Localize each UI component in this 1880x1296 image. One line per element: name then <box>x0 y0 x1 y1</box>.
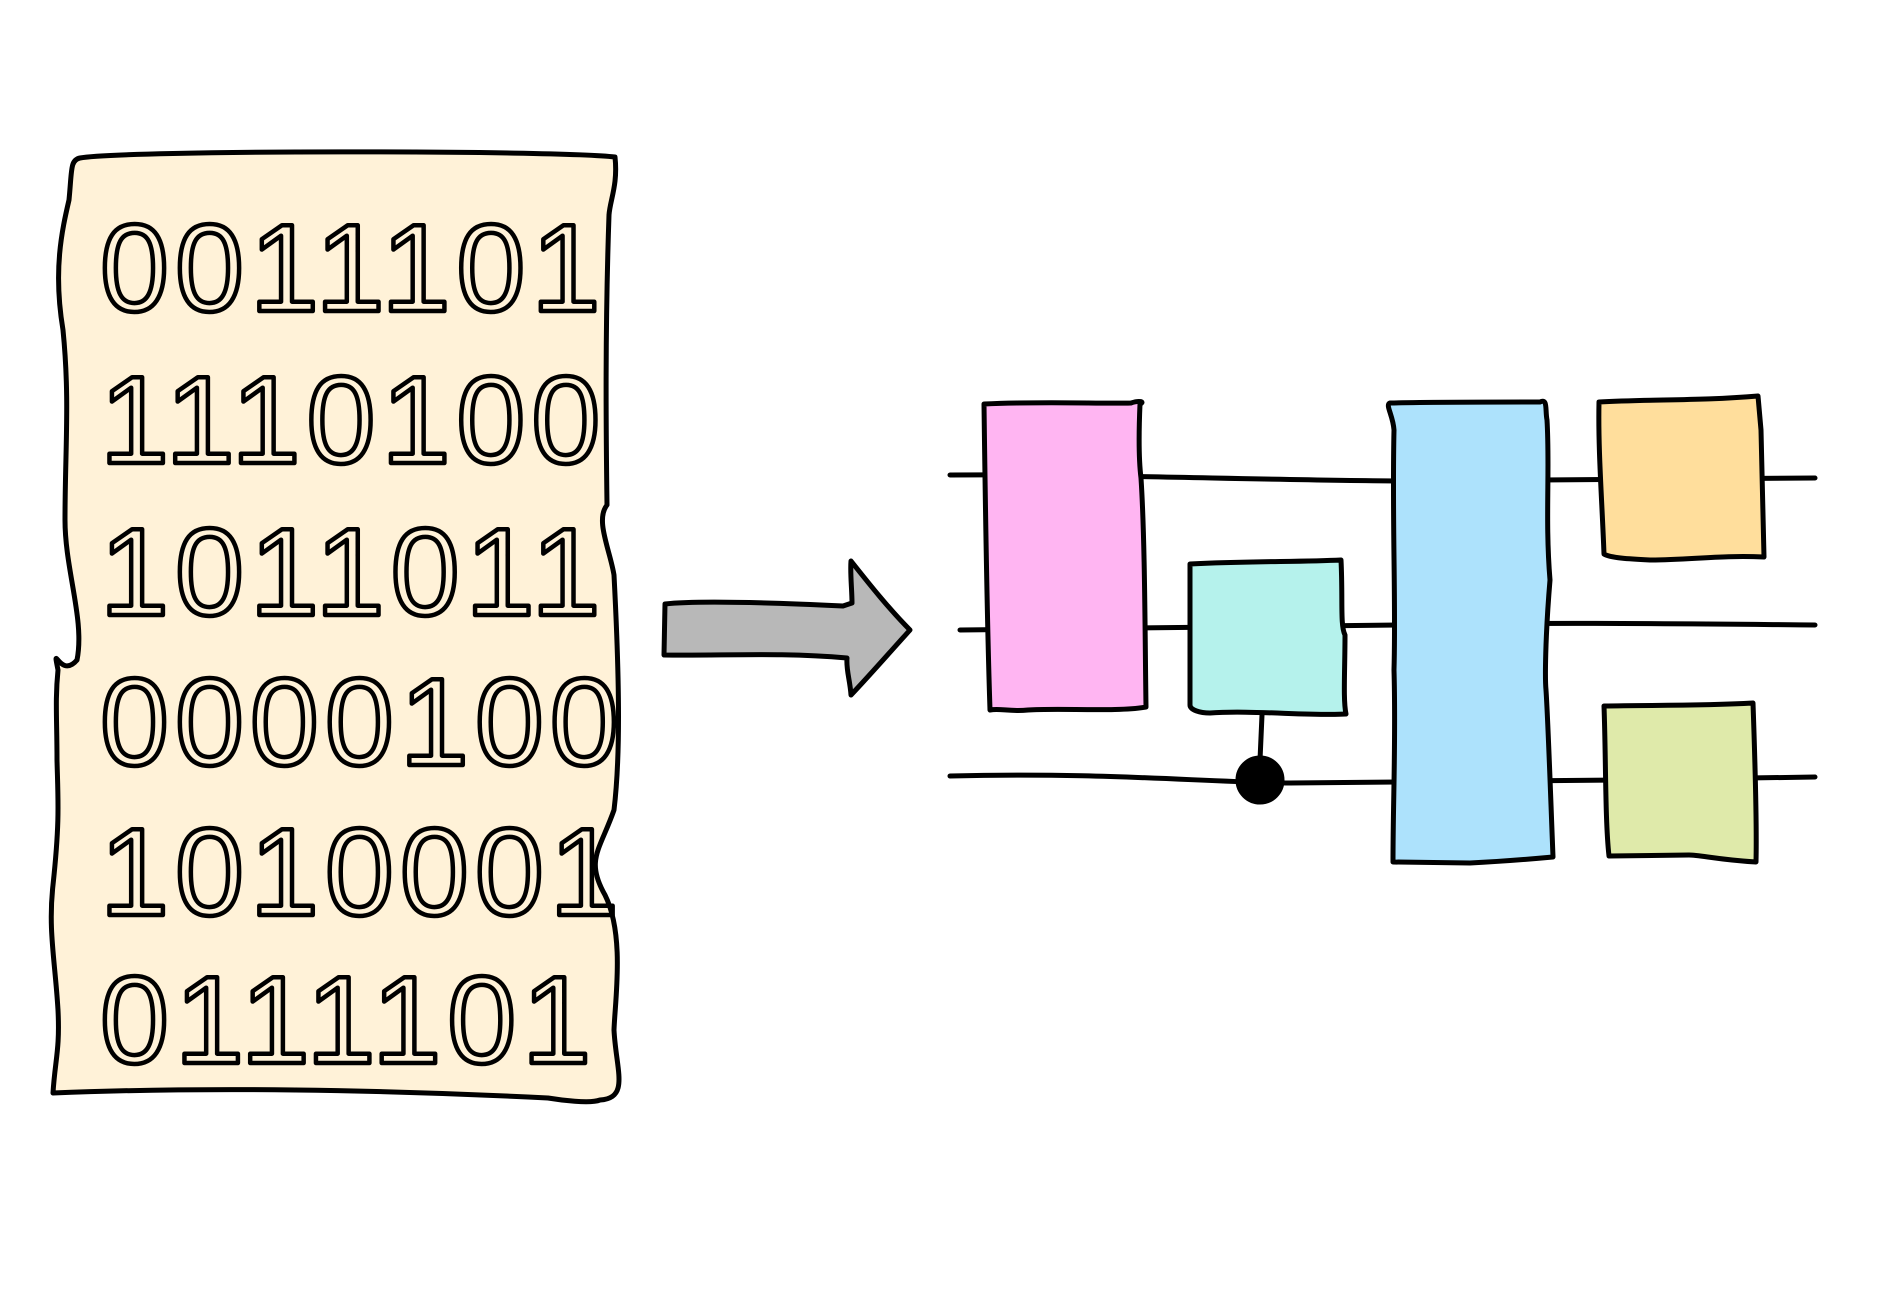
data-panel-background <box>48 149 622 1105</box>
cyan-gate <box>1187 557 1349 717</box>
binary-row-4: 0000100 <box>100 654 625 792</box>
binary-row-3: 1011011 <box>100 504 606 642</box>
right-arrow-icon <box>661 558 913 698</box>
control-line <box>1257 712 1265 763</box>
binary-row-6: 0111101 <box>100 952 597 1090</box>
binary-rows: 0011101 1110100 1011011 0000100 1010001 … <box>98 198 625 1093</box>
orange-gate <box>1596 393 1767 563</box>
binary-row-2: 1110100 <box>100 352 606 490</box>
control-dot <box>1235 755 1285 805</box>
quantum-circuit <box>947 393 1818 866</box>
pink-gate <box>981 398 1149 714</box>
binary-row-5: 1010001 <box>100 804 625 942</box>
blue-gate <box>1385 398 1556 866</box>
green-gate <box>1601 700 1759 865</box>
binary-data-panel: 0011101 1110100 1011011 0000100 1010001 … <box>48 149 625 1105</box>
binary-row-1: 0011101 <box>100 200 606 338</box>
